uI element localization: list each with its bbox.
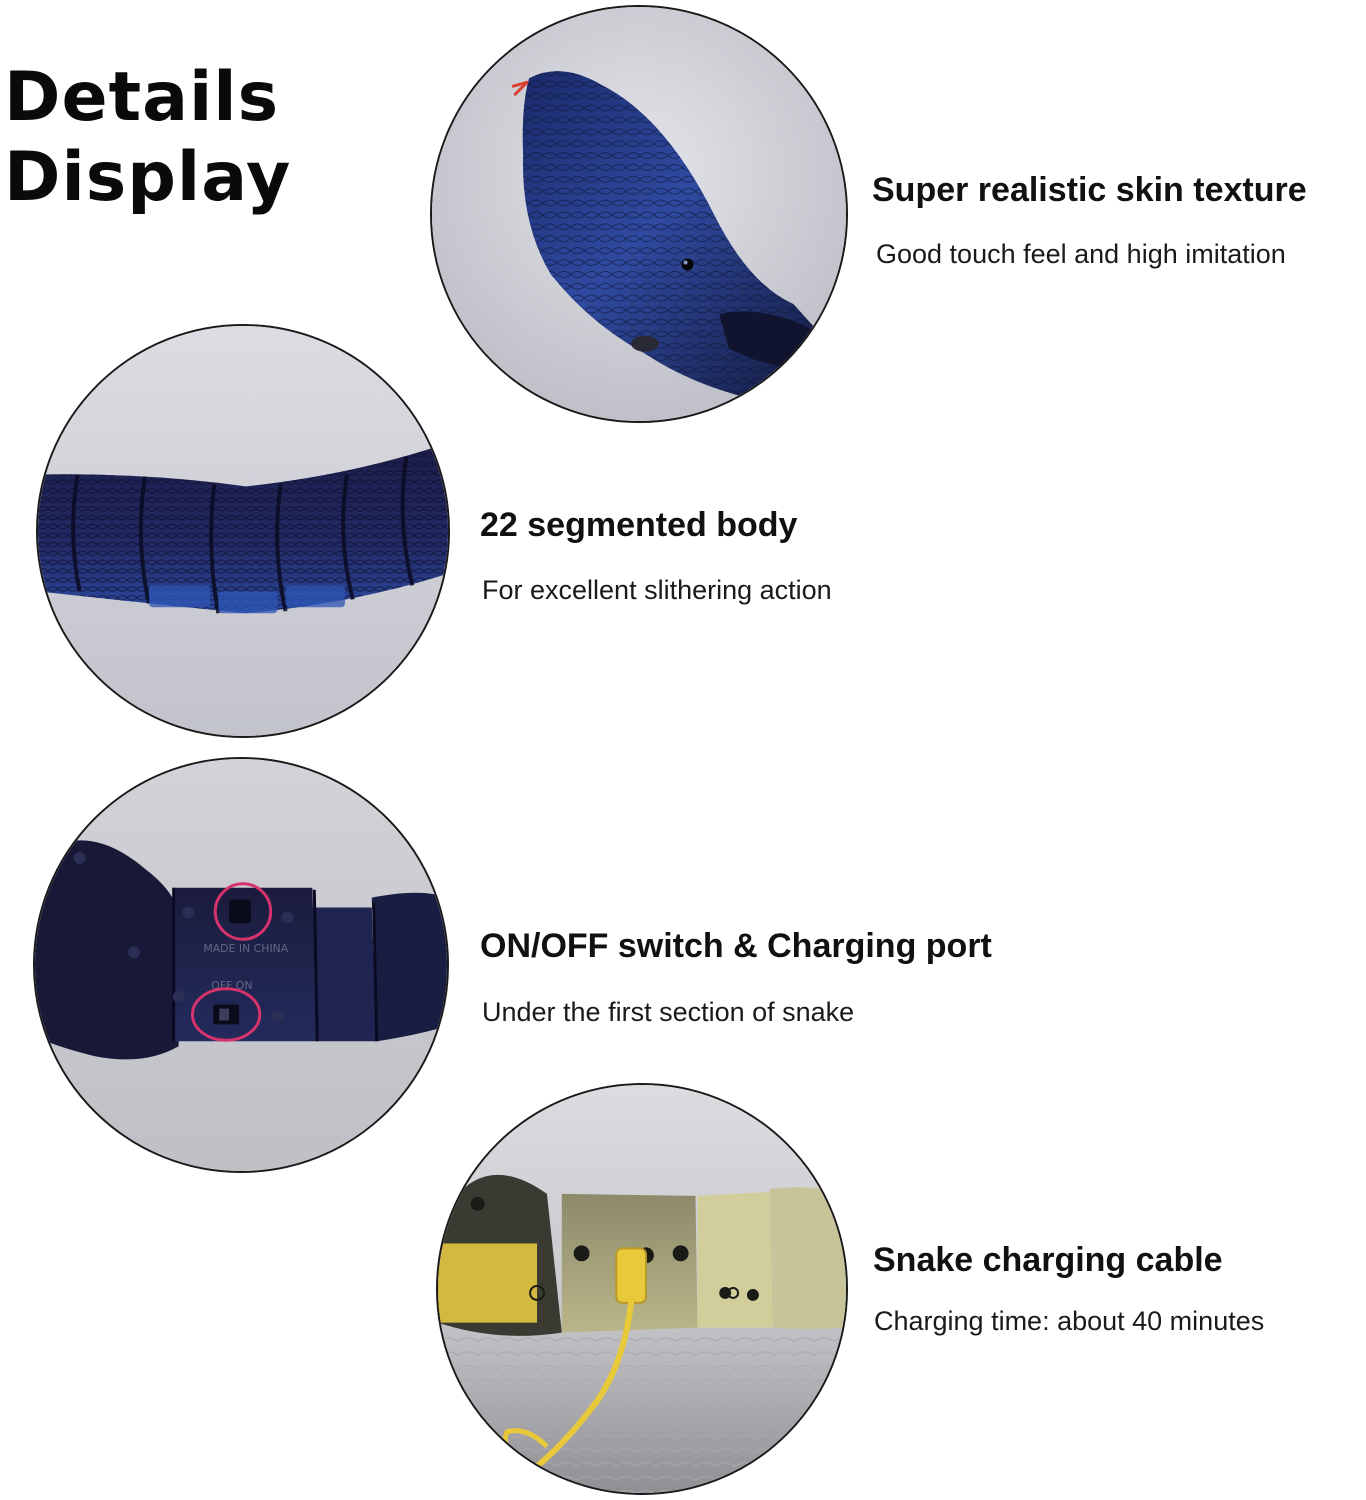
feature-title-switch-port: ON/OFF switch & Charging port: [480, 927, 992, 965]
charging-cable-photo: [436, 1083, 848, 1495]
feature-desc-segmented-body: For excellent slithering action: [482, 575, 832, 605]
switch-port-photo: MADE IN CHINA OFF ON: [33, 757, 449, 1173]
page-title: Details Display: [4, 58, 291, 218]
segmented-body-photo: [36, 324, 450, 738]
feature-desc-skin-texture: Good touch feel and high imitation: [876, 239, 1286, 269]
page-title-line-2: Display: [4, 138, 292, 217]
feature-title-skin-texture: Super realistic skin texture: [872, 171, 1307, 209]
page-title-line-1: Details: [4, 58, 280, 137]
svg-text:MADE IN CHINA: MADE IN CHINA: [203, 942, 288, 955]
feature-desc-switch-port: Under the first section of snake: [482, 997, 855, 1027]
feature-title-charging-cable: Snake charging cable: [873, 1241, 1223, 1279]
feature-title-segmented-body: 22 segmented body: [480, 506, 798, 544]
snake-head-photo: [430, 5, 848, 423]
feature-desc-charging-cable: Charging time: about 40 minutes: [874, 1306, 1265, 1336]
